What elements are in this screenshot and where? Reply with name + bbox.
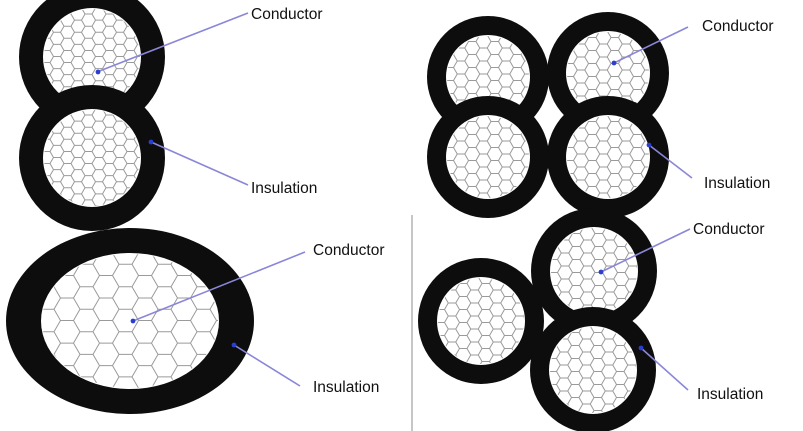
leader-dot [638,345,644,351]
panel-quadruplex: Conductor Insulation [427,12,774,218]
conductor-leader [96,12,249,73]
cable-core-3 [530,307,656,431]
leader-dot [611,60,617,66]
cable-core-4 [547,96,669,218]
cable-core-1 [531,208,657,334]
insulation-leader [648,144,693,179]
insulation-leader [233,344,301,387]
cable-core-1 [6,228,254,414]
conductor-label: Conductor [251,6,323,23]
conductor-leader [132,251,306,322]
leader-dot [130,318,136,324]
panel-triplex: Conductor Insulation [418,208,765,431]
conductor-strands [42,254,218,388]
leader-dot [148,139,154,145]
conductor-label: Conductor [693,221,765,238]
cable-core-2 [19,85,165,231]
panel-single-core: Conductor Insulation [6,228,385,414]
cable-core-2 [418,258,544,384]
conductor-label: Conductor [702,18,774,35]
insulation-label: Insulation [251,180,317,197]
insulation-label: Insulation [697,386,763,403]
leader-dot [598,269,604,275]
panel-duplex: Conductor Insulation [19,0,323,231]
conductor-strands [44,110,140,206]
cable-core-3 [427,96,549,218]
cable-core-2 [547,12,669,134]
conductor-leader [600,228,691,273]
leader-dot [646,142,652,148]
leader-dot [95,69,101,75]
insulation-leader [150,141,249,186]
conductor-label: Conductor [313,242,385,259]
insulation-label: Insulation [313,379,379,396]
insulation-label: Insulation [704,175,770,192]
insulation-leader [640,347,689,391]
leader-dot [231,342,237,348]
conductor-leader [613,26,689,64]
